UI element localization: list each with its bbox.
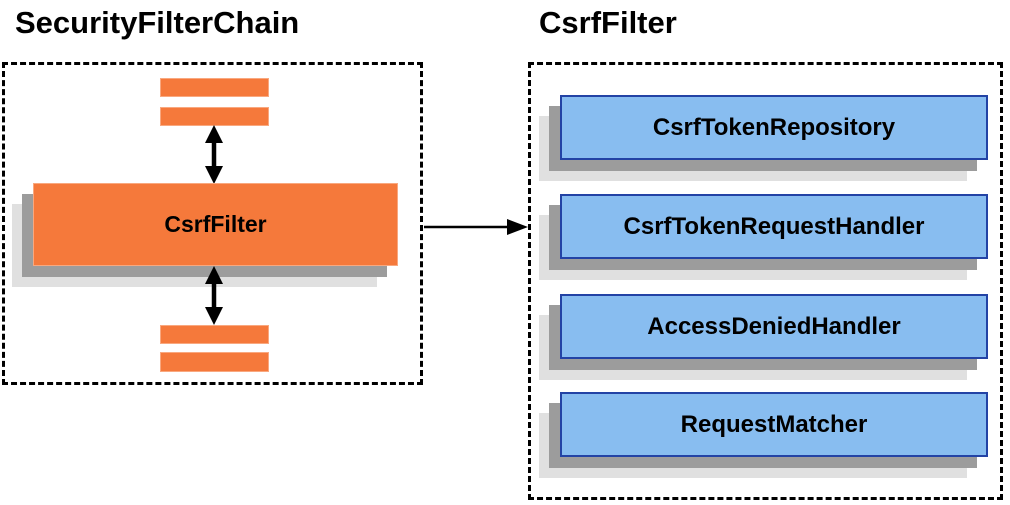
filter-placeholder-bar-4: [160, 352, 269, 372]
access-denied-handler-box: AccessDeniedHandler: [560, 294, 988, 359]
csrf-filter-container: [528, 62, 1003, 500]
filter-placeholder-bar-2: [160, 107, 269, 126]
csrf-token-request-handler-label: CsrfTokenRequestHandler: [623, 212, 925, 240]
filter-placeholder-bar-1: [160, 78, 269, 97]
csrf-token-repository-box: CsrfTokenRepository: [560, 95, 988, 160]
request-matcher-box: RequestMatcher: [560, 392, 988, 457]
flow-arrow-icon: [424, 219, 528, 235]
bottom-bidirectional-arrow-icon: [205, 266, 223, 325]
request-matcher-label: RequestMatcher: [680, 410, 868, 438]
access-denied-handler-label: AccessDeniedHandler: [647, 312, 901, 340]
security-filter-chain-title: SecurityFilterChain: [15, 5, 300, 40]
csrf-filter-box: CsrfFilter: [33, 183, 398, 266]
filter-placeholder-bar-3: [160, 325, 269, 344]
top-bidirectional-arrow-icon: [205, 125, 223, 184]
csrf-token-request-handler-box: CsrfTokenRequestHandler: [560, 194, 988, 259]
security-filter-chain-container: [2, 62, 423, 385]
csrf-filter-box-label: CsrfFilter: [164, 211, 267, 237]
csrf-filter-title: CsrfFilter: [539, 5, 677, 40]
csrf-token-repository-label: CsrfTokenRepository: [652, 113, 896, 141]
